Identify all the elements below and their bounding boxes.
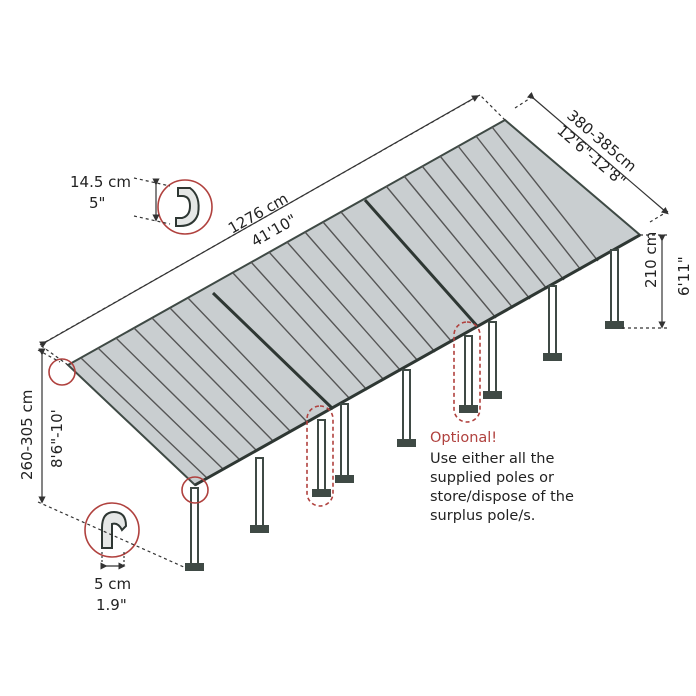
post-joint-detail-circle bbox=[181, 476, 209, 504]
height-front-ft-label: 8'6"-10' bbox=[48, 409, 66, 468]
post-base bbox=[312, 489, 331, 497]
front-gutter bbox=[194, 233, 641, 487]
post-base bbox=[185, 563, 204, 571]
post bbox=[255, 457, 264, 529]
post bbox=[402, 369, 411, 443]
dimension-lines bbox=[37, 91, 671, 570]
optional-note-line: store/dispose of the bbox=[430, 489, 574, 505]
gutter-cm-label: 14.5 cm bbox=[70, 173, 131, 191]
corner-detail-circle bbox=[48, 358, 76, 386]
posts bbox=[185, 249, 624, 571]
post-base bbox=[397, 439, 416, 447]
optional-post-outline bbox=[306, 405, 334, 507]
post-base bbox=[543, 353, 562, 361]
optional-note-line: surplus pole/s. bbox=[430, 508, 536, 524]
post-base bbox=[250, 525, 269, 533]
gutter-in-label: 5" bbox=[89, 194, 105, 212]
post-base bbox=[483, 391, 502, 399]
post bbox=[488, 321, 497, 395]
height-front-cm-label: 260-305 cm bbox=[18, 390, 36, 480]
optional-note-body: Use either all the supplied poles or sto… bbox=[430, 450, 630, 526]
optional-note-line: supplied poles or bbox=[430, 470, 554, 486]
optional-note-title: Optional! bbox=[430, 430, 498, 446]
post-base bbox=[459, 405, 478, 413]
post-cm-label: 5 cm bbox=[94, 575, 131, 593]
height-back-cm-label: 210 cm bbox=[642, 232, 660, 288]
post bbox=[548, 285, 557, 357]
optional-note-line: Use either all the bbox=[430, 451, 555, 467]
post-base bbox=[605, 321, 624, 329]
post bbox=[610, 249, 619, 325]
post bbox=[317, 419, 326, 493]
post bbox=[340, 403, 349, 479]
post-in-label: 1.9" bbox=[96, 596, 127, 614]
post bbox=[190, 487, 199, 567]
height-back-ft-label: 6'11" bbox=[675, 256, 693, 296]
post-base bbox=[335, 475, 354, 483]
post bbox=[464, 335, 473, 409]
post-profile-icon bbox=[101, 510, 128, 549]
